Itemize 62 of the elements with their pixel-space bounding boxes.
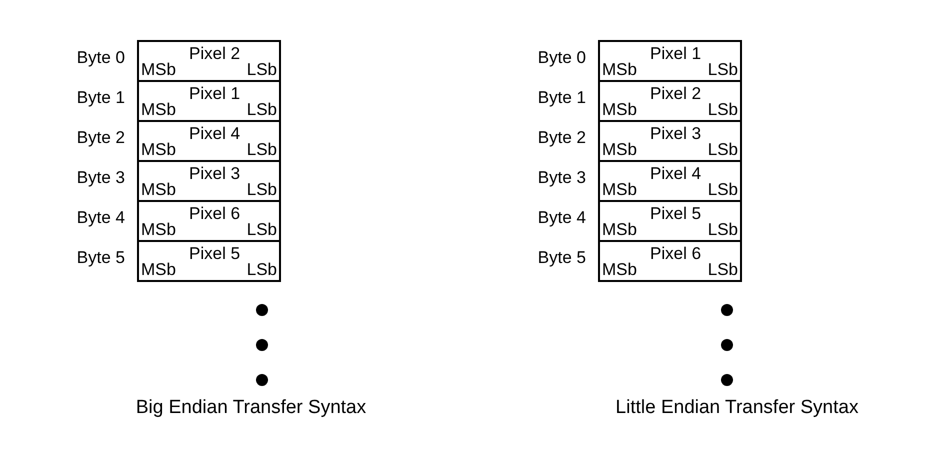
bit-order-label: LSb <box>246 260 277 280</box>
bit-order-label: MSb <box>602 180 637 200</box>
byte-label: Byte 4 <box>538 208 586 228</box>
byte-row-box <box>598 120 742 162</box>
pixel-label: Pixel 1 <box>650 44 702 64</box>
byte-label: Byte 3 <box>538 168 586 188</box>
bit-order-label: LSb <box>708 180 738 200</box>
byte-row-box <box>137 200 281 242</box>
pixel-label: Pixel 6 <box>189 204 240 224</box>
pixel-label: Pixel 2 <box>189 44 240 64</box>
byte-label: Byte 2 <box>76 128 125 148</box>
bit-order-label: LSb <box>246 100 277 120</box>
byte-row-box <box>598 160 742 202</box>
bit-order-label: LSb <box>246 60 277 80</box>
pixel-label: Pixel 3 <box>189 164 240 184</box>
bit-order-label: MSb <box>141 260 176 280</box>
byte-label: Byte 5 <box>76 248 125 268</box>
bit-order-label: MSb <box>602 260 637 280</box>
bit-order-label: LSb <box>708 60 738 80</box>
bit-order-label: MSb <box>141 60 176 80</box>
bit-order-label: LSb <box>708 220 738 240</box>
bit-order-label: LSb <box>708 260 738 280</box>
byte-label: Byte 0 <box>76 48 125 68</box>
pixel-label: Pixel 5 <box>650 204 702 224</box>
byte-label: Byte 3 <box>76 168 125 188</box>
pixel-label: Pixel 4 <box>189 124 240 144</box>
bit-order-label: MSb <box>141 140 176 160</box>
bit-order-label: MSb <box>141 100 176 120</box>
byte-row-box <box>137 160 281 202</box>
pixel-label: Pixel 4 <box>650 164 702 184</box>
byte-label: Byte 4 <box>76 208 125 228</box>
bit-order-label: MSb <box>602 220 637 240</box>
bit-order-label: MSb <box>602 100 637 120</box>
byte-row-box <box>137 80 281 122</box>
pixel-label: Pixel 3 <box>650 124 702 144</box>
pixel-label: Pixel 1 <box>189 84 240 104</box>
byte-label: Byte 0 <box>538 48 586 68</box>
bit-order-label: MSb <box>141 180 176 200</box>
byte-label: Byte 5 <box>538 248 586 268</box>
bit-order-label: LSb <box>708 100 738 120</box>
caption: Big Endian Transfer Syntax <box>136 397 366 419</box>
pixel-label: Pixel 6 <box>650 244 702 264</box>
pixel-label: Pixel 2 <box>650 84 702 104</box>
bit-order-label: MSb <box>602 60 637 80</box>
caption: Little Endian Transfer Syntax <box>616 397 858 419</box>
byte-row-box <box>137 120 281 162</box>
byte-row-box <box>598 240 742 282</box>
bit-order-label: LSb <box>246 180 277 200</box>
bit-order-label: LSb <box>708 140 738 160</box>
byte-row-box <box>137 240 281 282</box>
byte-label: Byte 2 <box>538 128 586 148</box>
bit-order-label: MSb <box>602 140 637 160</box>
byte-row-box <box>598 40 742 82</box>
byte-row-box <box>137 40 281 82</box>
byte-row-box <box>598 80 742 122</box>
bit-order-label: LSb <box>246 220 277 240</box>
byte-label: Byte 1 <box>538 88 586 108</box>
bit-order-label: MSb <box>141 220 176 240</box>
bit-order-label: LSb <box>246 140 277 160</box>
byte-label: Byte 1 <box>76 88 125 108</box>
pixel-label: Pixel 5 <box>189 244 240 264</box>
byte-row-box <box>598 200 742 242</box>
